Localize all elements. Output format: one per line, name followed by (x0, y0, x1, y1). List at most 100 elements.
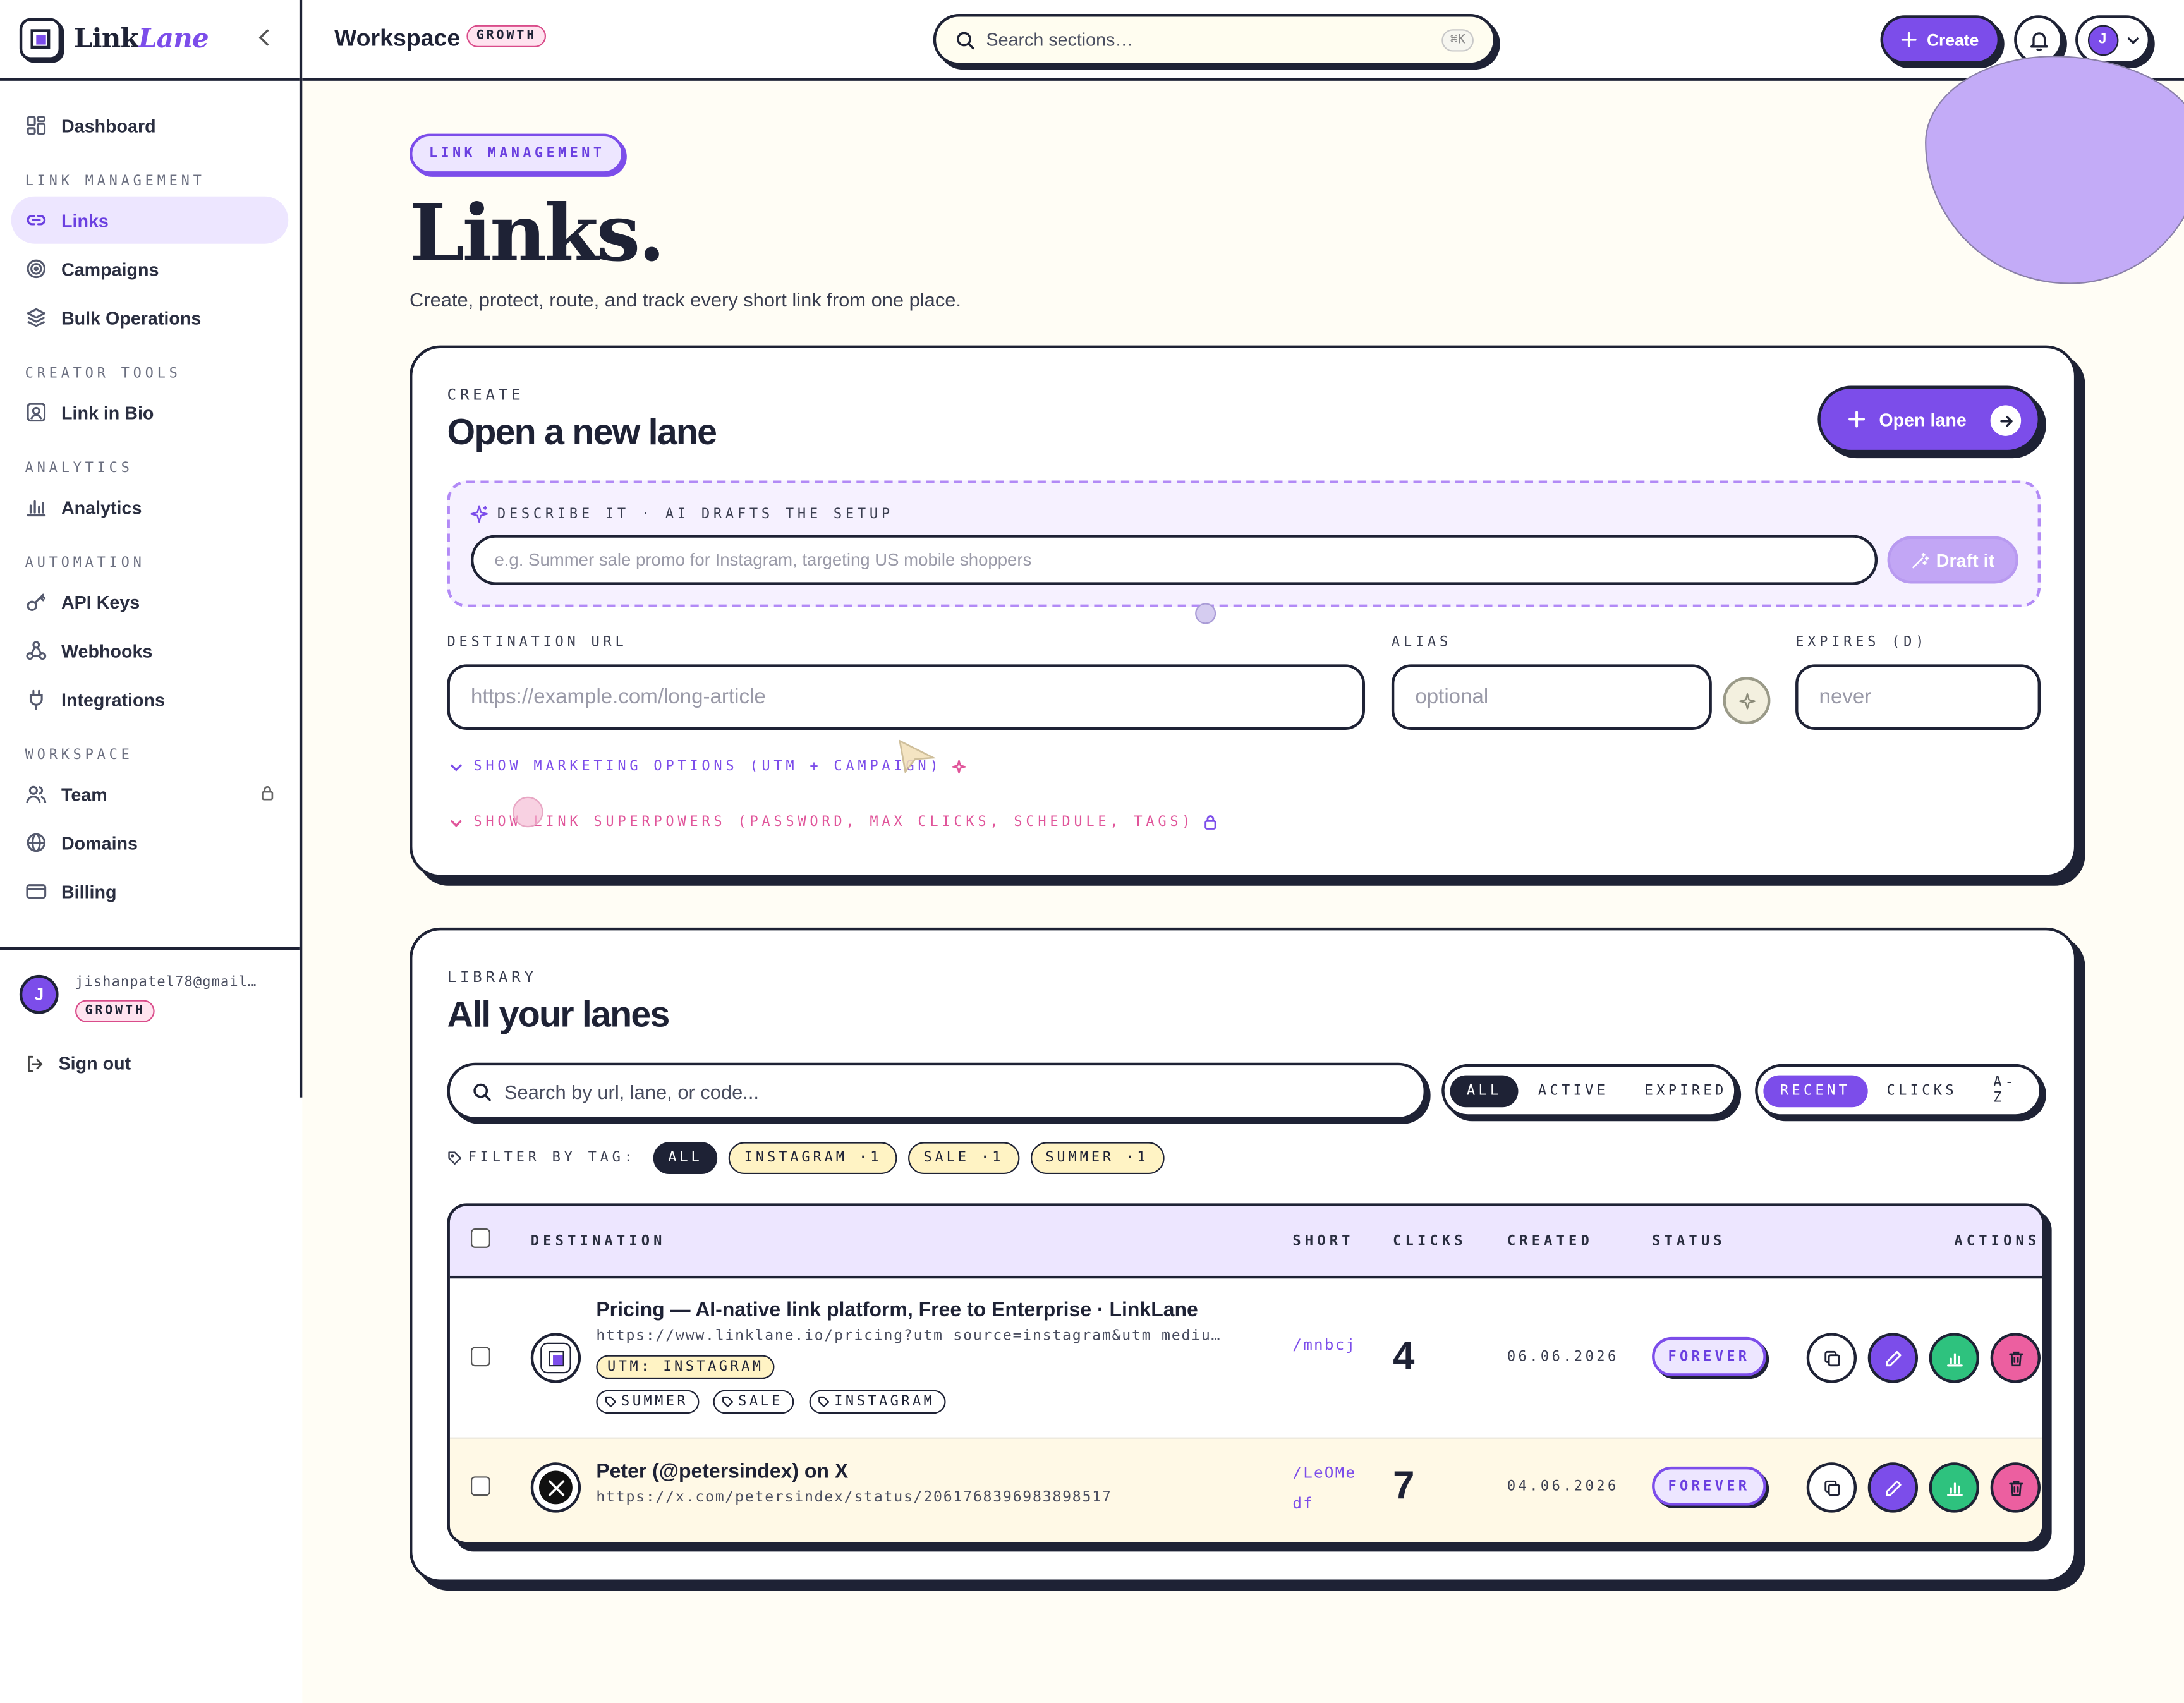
status-badge: FOREVER (1652, 1466, 1766, 1506)
sidebar-item-api-keys[interactable]: API Keys (11, 578, 289, 626)
destination-url-input[interactable]: https://example.com/long-article (447, 664, 1366, 730)
links-table: DESTINATION SHORT CLICKS CREATED STATUS … (447, 1203, 2045, 1545)
copy-button[interactable] (1806, 1333, 1857, 1383)
globe-icon (25, 832, 47, 854)
sidebar-item-domains[interactable]: Domains (11, 819, 289, 866)
sidebar-item-link-in-bio[interactable]: Link in Bio (11, 389, 289, 436)
users-icon (25, 783, 47, 805)
column-clicks[interactable]: CLICKS (1393, 1233, 1467, 1250)
delete-button[interactable] (1990, 1333, 2041, 1383)
sidebar-item-team[interactable]: Team (11, 770, 289, 818)
sidebar-item-dashboard[interactable]: Dashboard (11, 102, 289, 149)
row-tag[interactable]: INSTAGRAM (809, 1390, 946, 1414)
link-superpowers-toggle[interactable]: SHOW LINK SUPERPOWERS (PASSWORD, MAX CLI… (450, 815, 1218, 830)
stats-button[interactable] (1929, 1462, 1980, 1513)
search-input[interactable]: Search sections… (986, 29, 1134, 51)
delete-button[interactable] (1990, 1462, 2041, 1513)
sort-clicks[interactable]: CLICKS (1886, 1082, 1957, 1098)
library-card: LIBRARY All your lanes Search by url, la… (410, 927, 2077, 1582)
column-destination[interactable]: DESTINATION (530, 1233, 666, 1250)
sort-recent[interactable]: RECENT (1763, 1074, 1867, 1107)
sidebar-item-billing[interactable]: Billing (11, 868, 289, 915)
column-short[interactable]: SHORT (1292, 1233, 1354, 1250)
sparkle-icon (1738, 691, 1756, 710)
sort-a-z[interactable]: A-Z (1993, 1075, 2017, 1106)
row-checkbox[interactable] (470, 1347, 490, 1367)
select-all-checkbox[interactable] (470, 1228, 490, 1248)
sparkle-icon (470, 504, 489, 524)
section-eyebrow: LINK MANAGEMENT (410, 133, 625, 174)
pencil-icon (1884, 1479, 1902, 1497)
marketing-options-toggle[interactable]: SHOW MARKETING OPTIONS (UTM + CAMPAIGN) (450, 759, 967, 774)
sidebar-item-integrations[interactable]: Integrations (11, 676, 289, 723)
library-search-input[interactable]: Search by url, lane, or code... (504, 1080, 759, 1103)
tag-icon (605, 1396, 617, 1409)
column-actions: ACTIONS (1954, 1233, 2041, 1250)
row-tag[interactable]: SALE (713, 1390, 794, 1414)
edit-button[interactable] (1867, 1462, 1919, 1513)
pencil-icon (1884, 1349, 1902, 1367)
chevron-left-icon[interactable] (258, 28, 272, 47)
search-icon (472, 1081, 492, 1101)
open-lane-button[interactable]: Open lane (1817, 385, 2041, 453)
avatar[interactable]: J (19, 974, 59, 1014)
section-search[interactable]: Search sections… ⌘K (933, 14, 1496, 66)
created-date: 06.06.2026 (1507, 1349, 1619, 1366)
alias-input[interactable]: optional (1391, 664, 1712, 730)
sparkle-icon (952, 759, 967, 774)
filter-by-tag-label: FILTER BY TAG: (447, 1151, 636, 1166)
account-menu-button[interactable]: J (2075, 15, 2151, 64)
layers-icon (25, 306, 47, 329)
filter-all[interactable]: ALL (1450, 1074, 1519, 1107)
suggest-alias-button[interactable] (1723, 677, 1771, 725)
sidebar-item-analytics[interactable]: Analytics (11, 483, 289, 531)
bar-chart-icon (1945, 1479, 1963, 1497)
row-tag[interactable]: SUMMER (596, 1390, 700, 1414)
sidebar-item-campaigns[interactable]: Campaigns (11, 245, 289, 293)
table-row[interactable]: Pricing — AI-native link platform, Free … (449, 1278, 2042, 1439)
site-favicon (530, 1333, 581, 1383)
column-created[interactable]: CREATED (1507, 1233, 1593, 1250)
sign-out-button[interactable]: Sign out (20, 1053, 280, 1074)
plan-badge: GROWTH (75, 1000, 155, 1022)
plug-icon (25, 688, 47, 710)
sort-filter: RECENT CLICKS A-Z (1755, 1064, 2042, 1117)
filter-expired[interactable]: EXPIRED (1644, 1082, 1727, 1098)
short-code[interactable]: /LeOMedf (1292, 1464, 1357, 1513)
bar-chart-icon (25, 496, 47, 518)
card-title: All your lanes (447, 993, 670, 1035)
draft-it-button[interactable]: Draft it (1887, 536, 2018, 584)
filter-active[interactable]: ACTIVE (1538, 1082, 1609, 1098)
trash-icon (2006, 1349, 2025, 1367)
sidebar-section-label: CREATOR TOOLS (25, 366, 181, 382)
status-filter: ALL ACTIVE EXPIRED (1441, 1064, 1737, 1117)
sidebar-item-links[interactable]: Links (11, 196, 289, 244)
sidebar-item-webhooks[interactable]: Webhooks (11, 627, 289, 674)
copy-button[interactable] (1806, 1462, 1857, 1513)
link-title[interactable]: Peter (@petersindex) on X (596, 1461, 849, 1484)
webhook-icon (25, 639, 47, 662)
sidebar-item-bulk-operations[interactable]: Bulk Operations (11, 294, 289, 341)
tag-chip-summer[interactable]: SUMMER ·1 (1030, 1142, 1164, 1175)
target-icon (25, 258, 47, 280)
user-info[interactable]: J jishanpatel78@gmail… GROWTH (19, 974, 280, 1022)
column-status[interactable]: STATUS (1652, 1233, 1726, 1250)
edit-button[interactable] (1867, 1333, 1919, 1383)
tag-chip-instagram[interactable]: INSTAGRAM ·1 (729, 1142, 897, 1175)
tag-chip-all[interactable]: ALL (653, 1142, 718, 1175)
row-checkbox[interactable] (470, 1476, 490, 1496)
link-title[interactable]: Pricing — AI-native link platform, Free … (596, 1299, 1198, 1322)
expires-input[interactable]: never (1795, 664, 2041, 730)
user-panel: J jishanpatel78@gmail… GROWTH Sign out (0, 947, 300, 1098)
tag-chip-sale[interactable]: SALE ·1 (908, 1142, 1019, 1175)
short-code[interactable]: /mnbcj (1292, 1335, 1357, 1354)
x-logo-icon (538, 1470, 573, 1505)
stats-button[interactable] (1929, 1333, 1980, 1383)
brand[interactable]: LinkLane (0, 0, 300, 81)
create-button[interactable]: Create (1880, 15, 2001, 64)
utm-badge: UTM: INSTAGRAM (596, 1355, 775, 1379)
ai-prompt-input[interactable]: e.g. Summer sale promo for Instagram, ta… (470, 535, 1878, 585)
table-row[interactable]: Peter (@petersindex) on X https://x.com/… (449, 1438, 2042, 1542)
library-search[interactable]: Search by url, lane, or code... (447, 1062, 1426, 1120)
